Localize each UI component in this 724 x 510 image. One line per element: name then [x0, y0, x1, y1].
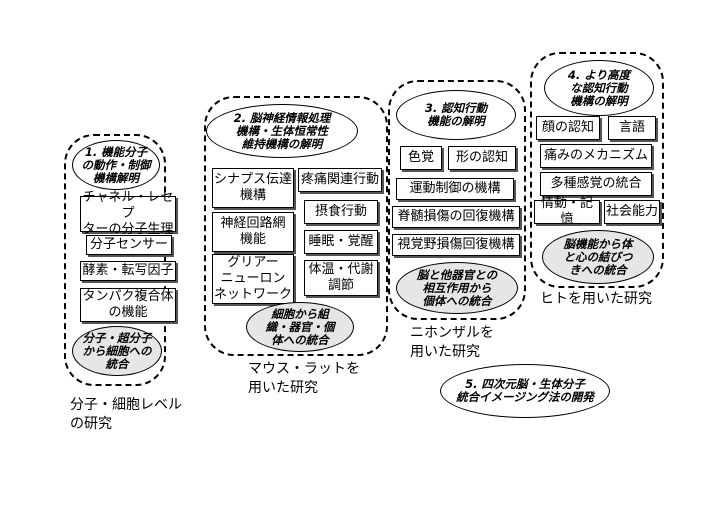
item-glia-neuron-network: グリアー ニューロン ネットワーク	[212, 254, 294, 304]
item-pain-mechanism: 痛みのメカニズム	[540, 144, 652, 168]
item-protein-complex: タンパク複合体 の機能	[80, 288, 176, 322]
item-thermo-metabolism: 体温・代謝 調節	[304, 260, 378, 296]
item-sleep-wake: 睡眠・覚醒	[304, 230, 378, 254]
column-mouse-rat	[204, 96, 388, 356]
imaging-development-note: 5. 四次元脳・生体分子 統合イメージング法の開発	[440, 364, 610, 418]
item-enzyme-transcription: 酵素・転写因子	[80, 261, 176, 281]
item-neural-circuit: 神経回路網 機能	[212, 212, 294, 252]
item-language: 言語	[608, 116, 656, 140]
item-molecular-sensor: 分子センサー	[86, 235, 172, 255]
column-3-caption: ニホンザルを 用いた研究	[410, 325, 494, 360]
item-multisensory-integration: 多種感覚の統合	[540, 172, 652, 196]
item-pain-behavior: 疼痛関連行動	[298, 168, 382, 192]
item-motor-control: 運動制御の機構	[396, 178, 514, 200]
column-1-caption: 分子・細胞レベル の研究	[70, 397, 182, 432]
column-4-integration: 脳機能から体 と心の結びつ きへの統合	[542, 230, 654, 284]
item-spinal-recovery: 脊髄損傷の回復機構	[392, 206, 520, 228]
column-1-integration: 分子・超分子 から細胞への 統合	[72, 326, 162, 376]
column-4-caption: ヒトを用いた研究	[540, 291, 652, 307]
column-human	[530, 52, 664, 288]
item-visual-cortex-recovery: 視覚野損傷回復機構	[392, 234, 520, 256]
column-2-caption: マウス・ラットを 用いた研究	[248, 361, 360, 396]
item-social-ability: 社会能力	[604, 200, 660, 224]
item-emotion-memory: 情動・記憶	[534, 196, 600, 227]
column-2-integration: 細胞から組 織・器官・個 体への統合	[246, 302, 354, 352]
column-3-heading: 3. 認知行動 機能の解明	[396, 90, 516, 140]
item-color-vision: 色覚	[400, 146, 442, 170]
item-shape-recognition: 形の認知	[448, 146, 516, 170]
column-2-heading: 2. 脳神経情報処理 機構・生体恒常性 維持機構の解明	[206, 104, 358, 158]
item-channel-receptor: チャネル・レセプ ターの分子生理	[80, 190, 176, 237]
column-4-heading: 4. より高度 な認知行動 機構の解明	[544, 60, 654, 116]
column-molecular-cellular	[64, 134, 166, 386]
item-feeding-behavior: 摂食行動	[304, 200, 378, 224]
item-face-recognition: 顔の認知	[536, 116, 600, 140]
column-3-integration: 脳と他器官との 相互作用から 個体への統合	[396, 262, 518, 314]
column-monkey	[388, 80, 526, 320]
item-synaptic-transmission: シナプス伝達 機構	[212, 168, 294, 208]
column-1-heading: 1. 機能分子 の動作・制御 機構解明	[72, 140, 160, 190]
